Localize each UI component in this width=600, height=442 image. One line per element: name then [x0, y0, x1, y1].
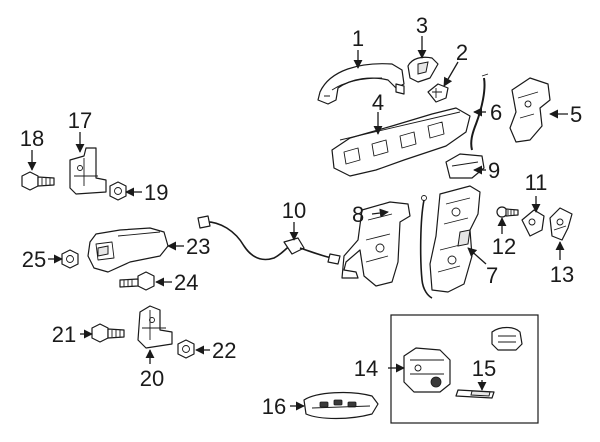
leader-8	[371, 208, 389, 218]
part-23-check-strap	[87, 227, 169, 273]
part-10-cable	[197, 215, 341, 265]
callout-1: 1	[352, 26, 364, 51]
part-13-striker-plate	[549, 207, 573, 241]
callout-19: 19	[144, 180, 168, 205]
part-11-striker	[521, 209, 545, 237]
callout-24: 24	[174, 270, 198, 295]
callout-3: 3	[416, 13, 428, 38]
callout-8: 8	[352, 202, 364, 227]
callout-23: 23	[186, 234, 210, 259]
callout-17: 17	[68, 108, 92, 133]
callout-20: 20	[140, 366, 164, 391]
callout-12: 12	[492, 234, 516, 259]
callout-9: 9	[488, 158, 500, 183]
callout-4: 4	[372, 90, 384, 115]
part-2-clip	[427, 83, 449, 103]
callout-18: 18	[20, 126, 44, 151]
part-21-bolt	[91, 323, 125, 343]
part-17-hinge	[69, 147, 107, 195]
leader-7	[467, 247, 487, 265]
callout-25: 25	[22, 247, 46, 272]
callout-2: 2	[456, 40, 468, 65]
part-22-nut	[177, 339, 195, 359]
callout-6: 6	[490, 100, 502, 125]
leader-2	[443, 61, 459, 87]
callout-22: 22	[212, 338, 236, 363]
key-blank	[491, 326, 523, 351]
callout-16: 16	[262, 394, 286, 419]
part-14-lock-cylinder	[403, 347, 451, 393]
part-5-bracket	[509, 77, 551, 143]
leader-lines	[27, 36, 568, 411]
part-24-bolt	[119, 271, 155, 291]
part-4-handle-bracket	[331, 107, 471, 177]
part-16-key-fob	[303, 391, 379, 420]
part-1-door-handle	[317, 63, 405, 105]
callout-21: 21	[52, 322, 76, 347]
part-18-bolt	[21, 171, 55, 191]
callout-10: 10	[282, 198, 306, 223]
callout-11: 11	[525, 170, 548, 195]
part-7-latch	[429, 185, 481, 293]
part-3-handle-cap	[407, 56, 439, 83]
part-12-screw	[496, 206, 519, 218]
callout-13: 13	[550, 262, 574, 287]
part-15-key-insert	[455, 389, 495, 399]
part-19-nut	[109, 181, 127, 201]
latch-cable	[419, 195, 433, 299]
part-20-hinge	[137, 305, 173, 349]
part-8-bracket	[341, 201, 411, 287]
callout-5: 5	[570, 102, 582, 127]
callout-14: 14	[354, 356, 378, 381]
part-6-rod	[470, 73, 489, 151]
callout-15: 15	[472, 356, 496, 381]
kit-box	[390, 314, 539, 424]
part-25-nut	[61, 249, 79, 269]
callout-7: 7	[486, 263, 498, 288]
callout-numbers: 1 2 3 4 5 6 7 8 9 10 11 12 13 14 15 16 1…	[20, 13, 582, 419]
part-9-actuator	[445, 153, 485, 179]
